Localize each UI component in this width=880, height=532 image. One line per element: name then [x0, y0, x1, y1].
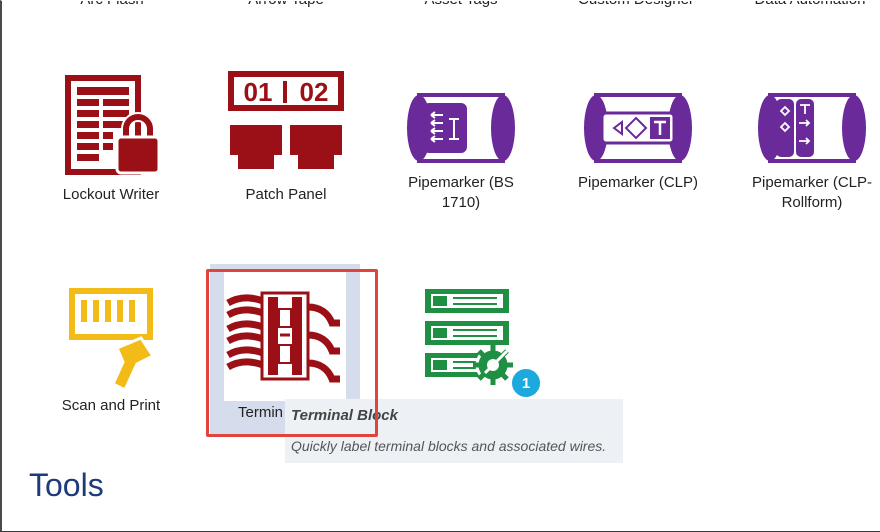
tile-green-terminal-automation[interactable]: [392, 287, 532, 391]
pipemarker-clp-rollform-icon: [758, 93, 866, 163]
tooltip-terminal-block: Terminal Block Quickly label terminal bl…: [285, 399, 623, 463]
notification-badge: 1: [510, 367, 542, 399]
patch-panel-icon: 01 02: [228, 71, 344, 169]
top-label-data-automation[interactable]: Data Automation: [755, 1, 866, 8]
tile-label: Pipemarker (BS 1710): [408, 174, 514, 211]
top-label-arrow-tape[interactable]: Arrow Tape: [248, 1, 324, 8]
patch-port-number-left: 01: [244, 77, 273, 107]
section-title-tools: Tools: [29, 467, 104, 503]
tile-lockout-writer[interactable]: Lockout Writer: [41, 71, 181, 205]
terminal-block-icon: [226, 291, 340, 383]
tile-pipemarker-clp-rollform[interactable]: Pipemarker (CLP-Rollform): [742, 89, 880, 213]
tile-pipemarker-bs-1710[interactable]: Pipemarker (BS 1710): [391, 89, 531, 213]
terminal-block-icon-area[interactable]: [224, 271, 346, 401]
pipemarker-clp-icon: [584, 93, 692, 163]
tile-label: Lockout Writer: [62, 186, 160, 203]
tooltip-description: Quickly label terminal blocks and associ…: [291, 438, 607, 454]
tile-label-terminal-block: Termin: [238, 404, 284, 421]
tile-label: Pipemarker (CLP-Rollform): [751, 174, 873, 211]
tile-patch-panel[interactable]: 01 02 Patch Panel: [216, 71, 356, 205]
top-label-asset-tags[interactable]: Asset Tags: [424, 1, 497, 8]
top-label-custom-designer[interactable]: Custom Designer: [578, 1, 694, 8]
lockout-writer-icon: [65, 75, 161, 175]
tile-label: Scan and Print: [61, 397, 161, 414]
tile-label: Patch Panel: [245, 186, 327, 203]
tile-pipemarker-clp[interactable]: Pipemarker (CLP): [568, 89, 708, 193]
pipemarker-bs-icon: [407, 93, 515, 163]
tile-label: Pipemarker (CLP): [577, 174, 699, 191]
scan-and-print-icon: [69, 288, 156, 390]
tooltip-title: Terminal Block: [291, 407, 398, 424]
tile-scan-and-print[interactable]: Scan and Print: [41, 286, 181, 416]
patch-port-number-right: 02: [300, 77, 329, 107]
top-label-arc-flash[interactable]: Arc Flash: [80, 1, 143, 8]
green-terminal-gear-icon: [425, 289, 513, 385]
